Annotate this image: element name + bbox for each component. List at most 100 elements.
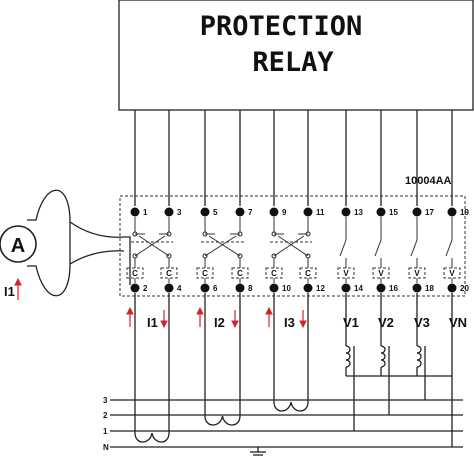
terminal-18 bbox=[412, 283, 422, 293]
terminal-number: 13 bbox=[354, 208, 363, 217]
module-label: C bbox=[271, 269, 277, 278]
ct-coil bbox=[151, 432, 170, 443]
switch-blade bbox=[410, 239, 418, 257]
terminal-12 bbox=[303, 283, 313, 293]
terminal-5 bbox=[200, 207, 210, 217]
current-label-i3: I3 bbox=[284, 315, 295, 330]
relay-title-line2: RELAY bbox=[252, 47, 334, 78]
module-label: C bbox=[305, 269, 311, 278]
vt-coil bbox=[416, 359, 422, 368]
voltage-label-v2: V2 bbox=[378, 315, 394, 330]
vt-coil bbox=[380, 345, 386, 354]
arrow-down-icon bbox=[231, 320, 239, 329]
vt-coil bbox=[345, 352, 351, 361]
terminal-19 bbox=[447, 207, 457, 217]
terminal-7 bbox=[235, 207, 245, 217]
relay-title-line1: PROTECTION bbox=[200, 11, 363, 42]
terminal-9 bbox=[269, 207, 279, 217]
ct-coil bbox=[221, 415, 241, 426]
terminal-number: 20 bbox=[460, 284, 469, 293]
ct-coil bbox=[204, 415, 224, 426]
terminal-4 bbox=[164, 283, 174, 293]
arrow-up-icon bbox=[196, 306, 204, 315]
module-label: V bbox=[449, 269, 455, 278]
terminal-number: 14 bbox=[354, 284, 363, 293]
terminal-number: 18 bbox=[425, 284, 434, 293]
module-label: C bbox=[132, 269, 138, 278]
bus-label-3: 3 bbox=[103, 396, 108, 405]
terminal-number: 12 bbox=[316, 284, 325, 293]
terminal-number: 10 bbox=[282, 284, 291, 293]
vt-coil bbox=[345, 359, 351, 368]
arrow-down-icon bbox=[299, 320, 307, 329]
voltage-label-vn: VN bbox=[449, 315, 467, 330]
ammeter-symbol bbox=[0, 225, 37, 263]
terminal-10 bbox=[269, 283, 279, 293]
terminal-1 bbox=[130, 207, 140, 217]
ammeter-letter: A bbox=[11, 235, 25, 257]
vt-coil bbox=[345, 345, 351, 354]
terminal-2 bbox=[130, 283, 140, 293]
ct-coil bbox=[273, 401, 292, 412]
terminal-number: 1 bbox=[143, 208, 148, 217]
terminal-block-outline bbox=[119, 195, 466, 297]
crossover-wire bbox=[134, 235, 166, 257]
crossover-wire bbox=[277, 235, 309, 257]
module-label: C bbox=[237, 269, 243, 278]
module-label: C bbox=[202, 269, 208, 278]
ct-coil bbox=[290, 401, 309, 412]
terminal-16 bbox=[376, 283, 386, 293]
module-label: C bbox=[166, 269, 172, 278]
terminal-number: 5 bbox=[213, 208, 218, 217]
module-label: V bbox=[343, 269, 349, 278]
terminal-17 bbox=[412, 207, 422, 217]
model-code-label: 10004AA bbox=[405, 175, 452, 187]
terminal-8 bbox=[235, 283, 245, 293]
terminal-number: 15 bbox=[389, 208, 398, 217]
vt-coil bbox=[380, 359, 386, 368]
crossover-wire bbox=[208, 235, 241, 257]
terminal-number: 8 bbox=[248, 284, 253, 293]
terminal-number: 19 bbox=[460, 208, 469, 217]
crossover-wire bbox=[138, 235, 170, 257]
terminal-number: 6 bbox=[213, 284, 218, 293]
vt-coil bbox=[416, 345, 422, 354]
terminal-number: 4 bbox=[177, 284, 182, 293]
terminal-3 bbox=[164, 207, 174, 217]
vt-coil bbox=[380, 352, 386, 361]
arrow-up-icon bbox=[265, 306, 273, 315]
terminal-number: 3 bbox=[177, 208, 182, 217]
ammeter-circuit: A I1 bbox=[0, 189, 131, 300]
arrow-down-icon bbox=[160, 320, 168, 329]
protection-relay-box: PROTECTION RELAY bbox=[118, 0, 474, 111]
terminal-14 bbox=[341, 283, 351, 293]
terminal-number: 16 bbox=[389, 284, 398, 293]
terminal-15 bbox=[376, 207, 386, 217]
module-label: V bbox=[414, 269, 420, 278]
terminal-20 bbox=[447, 283, 457, 293]
crossover-wire bbox=[273, 235, 305, 257]
switch-blade bbox=[339, 239, 347, 257]
terminal-number: 9 bbox=[282, 208, 287, 217]
terminal-number: 11 bbox=[316, 208, 325, 217]
terminal-number: 17 bbox=[425, 208, 434, 217]
voltage-label-v3: V3 bbox=[414, 315, 430, 330]
crossover-wire bbox=[204, 235, 237, 257]
bottom-circuit bbox=[110, 293, 463, 456]
bus-labels: 3 2 1 N bbox=[103, 396, 109, 452]
voltage-label-v1: V1 bbox=[343, 315, 359, 330]
bus-label-1: 1 bbox=[103, 427, 108, 436]
module-label: V bbox=[378, 269, 384, 278]
terminal-labels: I1 I2 I3 V1 V2 V3 VN bbox=[147, 315, 467, 330]
bus-label-n: N bbox=[103, 443, 109, 452]
terminal-number: 2 bbox=[143, 284, 148, 293]
terminal-6 bbox=[200, 283, 210, 293]
arrow-up-icon bbox=[14, 277, 22, 286]
terminal-block: 12C34C56C78C910C1112C1314V1516V1718V1920… bbox=[126, 207, 469, 293]
arrow-up-icon bbox=[126, 306, 134, 315]
terminal-11 bbox=[303, 207, 313, 217]
current-label-i1: I1 bbox=[147, 315, 158, 330]
relay-leads bbox=[134, 110, 453, 206]
terminal-13 bbox=[341, 207, 351, 217]
